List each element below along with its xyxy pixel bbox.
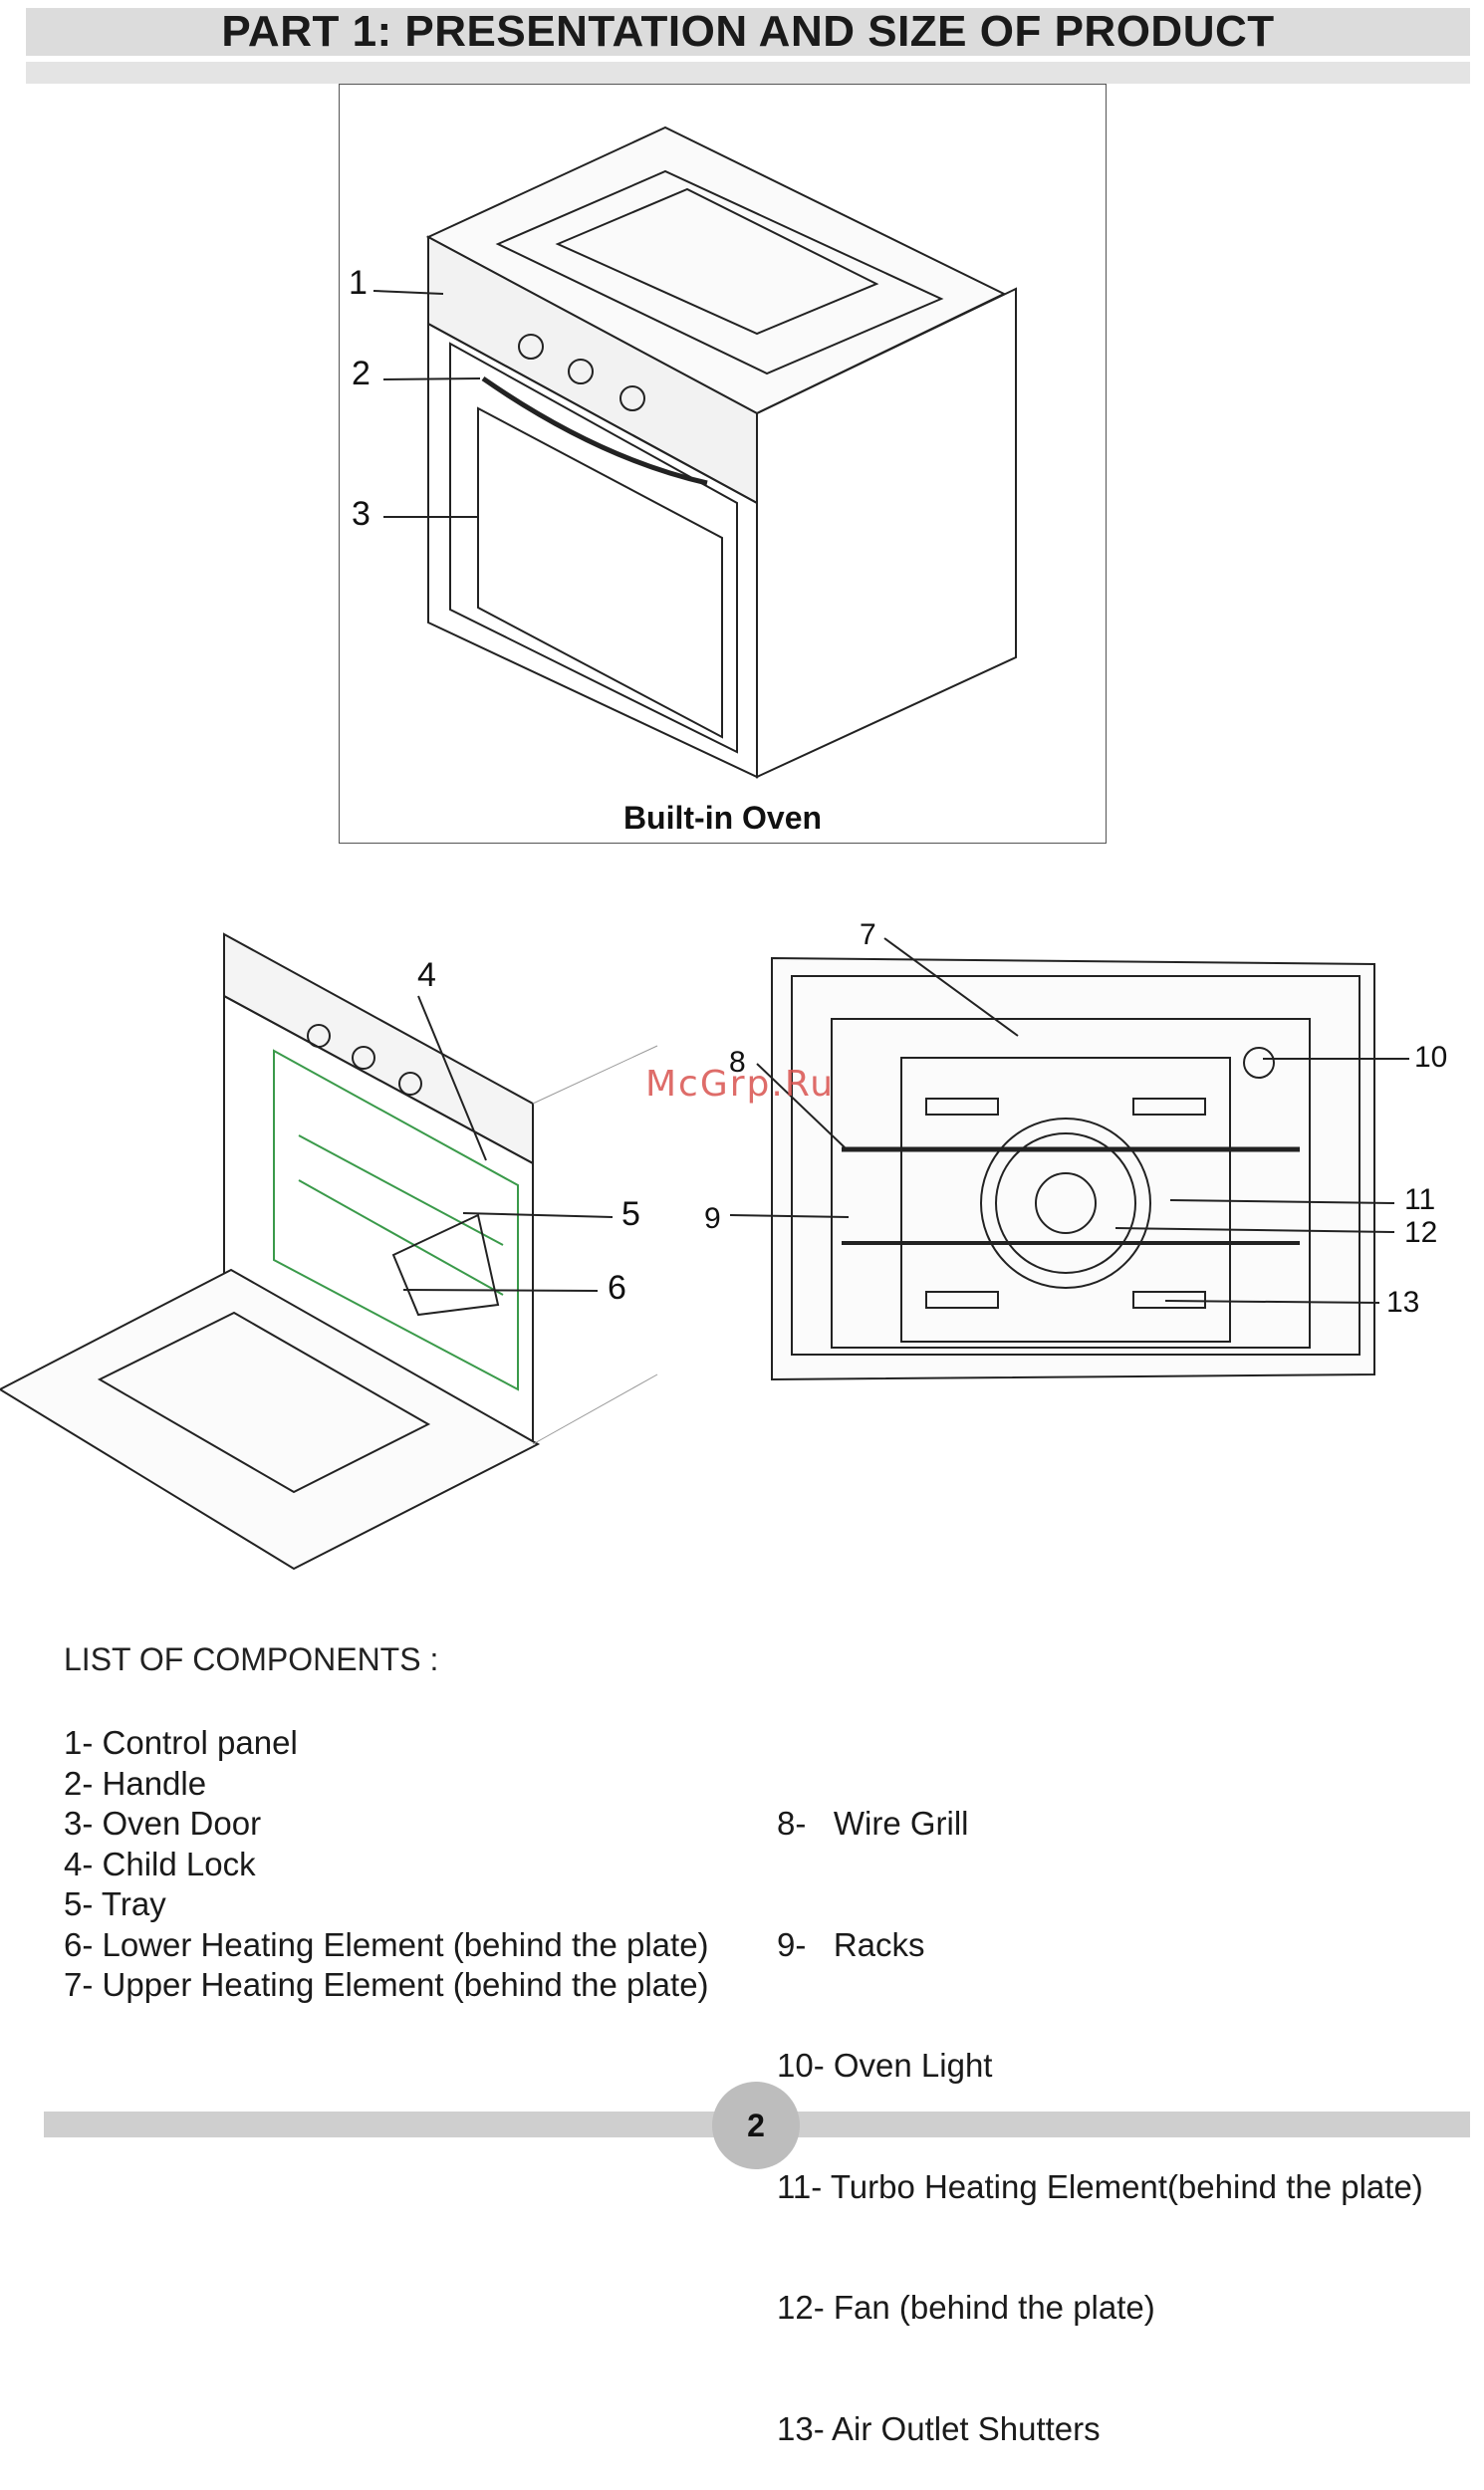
- list-item: 9- Racks: [777, 1925, 925, 1963]
- list-item: 1- Control panel: [64, 1724, 298, 1761]
- oven-open-drawing: [0, 932, 658, 1571]
- list-item: 6- Lower Heating Element (behind the pla…: [64, 1925, 709, 1963]
- list-item: 11- Turbo Heating Element(behind the pla…: [777, 2167, 1423, 2205]
- list-item: 3- Oven Door: [64, 1805, 262, 1842]
- list-item: 10- Oven Light: [777, 2047, 993, 2084]
- header-bar: [26, 8, 1470, 56]
- list-item: 12- Fan (behind the plate): [777, 2289, 1155, 2326]
- callout-6: 6: [608, 1269, 626, 1307]
- list-item: 4- Child Lock: [64, 1845, 256, 1882]
- callout-1: 1: [349, 264, 368, 302]
- callout-11: 11: [1404, 1183, 1436, 1216]
- page-title: PART 1: PRESENTATION AND SIZE OF PRODUCT: [221, 7, 1275, 56]
- components-heading: LIST OF COMPONENTS :: [64, 1641, 439, 1677]
- oven-top-drawing: [372, 125, 1017, 779]
- list-item: 7- Upper Heating Element (behind the pla…: [64, 1966, 709, 2003]
- oven-front-drawing: [729, 937, 1409, 1381]
- page-number: 2: [712, 2082, 800, 2169]
- watermark: McGrp.Ru: [645, 1064, 836, 1105]
- callout-7: 7: [860, 918, 876, 951]
- callout-10: 10: [1414, 1041, 1448, 1074]
- figure-caption: Built-in Oven: [622, 800, 823, 836]
- list-item: 2- Handle: [64, 1764, 207, 1802]
- header-underbar: [26, 62, 1470, 84]
- callout-5: 5: [621, 1195, 640, 1233]
- callout-8: 8: [729, 1046, 746, 1079]
- list-item: 13- Air Outlet Shutters: [777, 2409, 1101, 2447]
- components-list-left: 1- Control panel 2- Handle 3- Oven Door …: [64, 1723, 709, 2006]
- list-item: 8- Wire Grill: [777, 1805, 969, 1842]
- callout-9: 9: [704, 1202, 721, 1235]
- oven-illustrations: [0, 125, 1409, 1571]
- callout-2: 2: [352, 355, 371, 392]
- callout-3: 3: [352, 495, 371, 533]
- callout-12: 12: [1404, 1216, 1438, 1249]
- callout-13: 13: [1386, 1286, 1420, 1319]
- list-item: 5- Tray: [64, 1885, 166, 1922]
- callout-4: 4: [417, 956, 436, 994]
- components-list-right: 8- Wire Grill 9- Racks 10- Oven Light 11…: [777, 1723, 1423, 2490]
